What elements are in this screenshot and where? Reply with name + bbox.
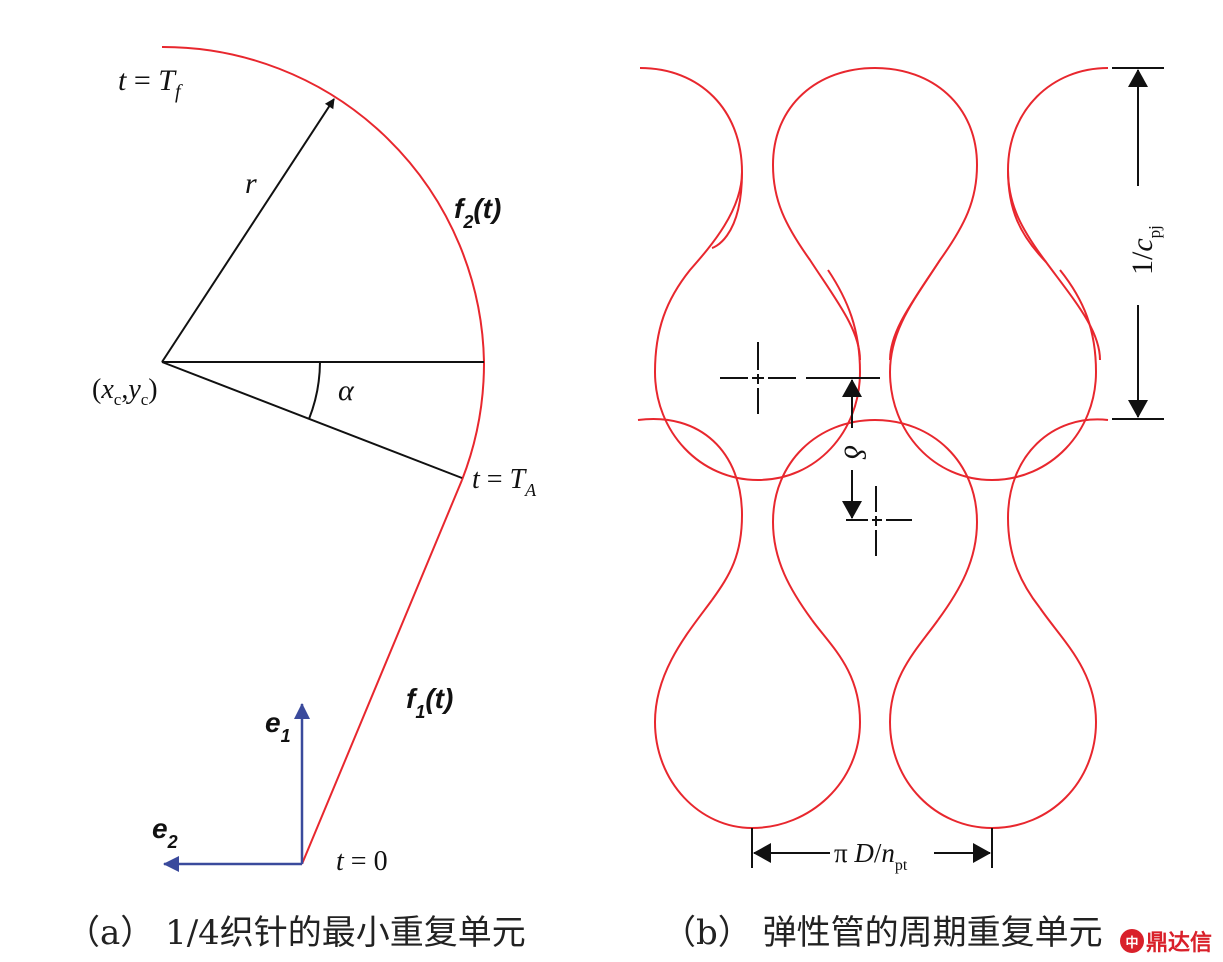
loop-lower-left: [653, 599, 862, 830]
label-r: r: [245, 167, 257, 200]
label-t-tf: t = Tf: [118, 64, 183, 103]
label-f2: f2(t): [454, 193, 501, 232]
loop-top-left-partial: [639, 67, 744, 249]
caption-panel-b: （b） 弹性管的周期重复单元: [662, 913, 1103, 953]
label-f1: f1(t): [406, 683, 453, 722]
crosshair-lower: [846, 486, 912, 556]
panel-a-diagram: t = Tf r f2(t) (xc,yc) α t = TA f1(t) e1…: [92, 45, 537, 877]
label-e2: e2: [152, 813, 178, 852]
watermark-badge-icon: 中: [1120, 929, 1144, 953]
radius-arrow: [161, 98, 335, 363]
loop-lower-right: [888, 607, 1098, 830]
loop-upper-left-bulb: [653, 171, 862, 482]
loop-mid-right-partial: [1006, 418, 1109, 609]
watermark-text: 鼎达信: [1146, 931, 1213, 956]
curve-f1: [301, 479, 463, 865]
panel-b-diagram: 1/cpj δ π D/npt: [637, 66, 1164, 874]
label-center: (xc,yc): [92, 374, 158, 409]
alpha-angle-arc: [308, 361, 321, 420]
watermark-logo: 中 鼎达信: [1120, 925, 1212, 957]
loop-mid-left-partial: [637, 418, 744, 601]
label-t-ta: t = TA: [472, 464, 537, 500]
crosshair-upper: [720, 342, 796, 414]
label-alpha: α: [338, 374, 355, 407]
loop-mid-center: [771, 418, 979, 621]
label-t0: t = 0: [336, 846, 388, 877]
loop-top-center-1: [771, 66, 979, 361]
label-width: π D/npt: [834, 838, 908, 874]
loop-top-right-partial: [1006, 67, 1109, 361]
label-period: 1/cpj: [1126, 225, 1164, 275]
curve-f2: [161, 45, 486, 481]
radius-to-ta: [161, 361, 463, 479]
label-e1: e1: [265, 707, 291, 746]
label-delta: δ: [838, 445, 871, 460]
caption-panel-a: （a） 1/4织针的最小重复单元: [66, 913, 526, 953]
loop-upper-right-bulb: [888, 169, 1098, 482]
